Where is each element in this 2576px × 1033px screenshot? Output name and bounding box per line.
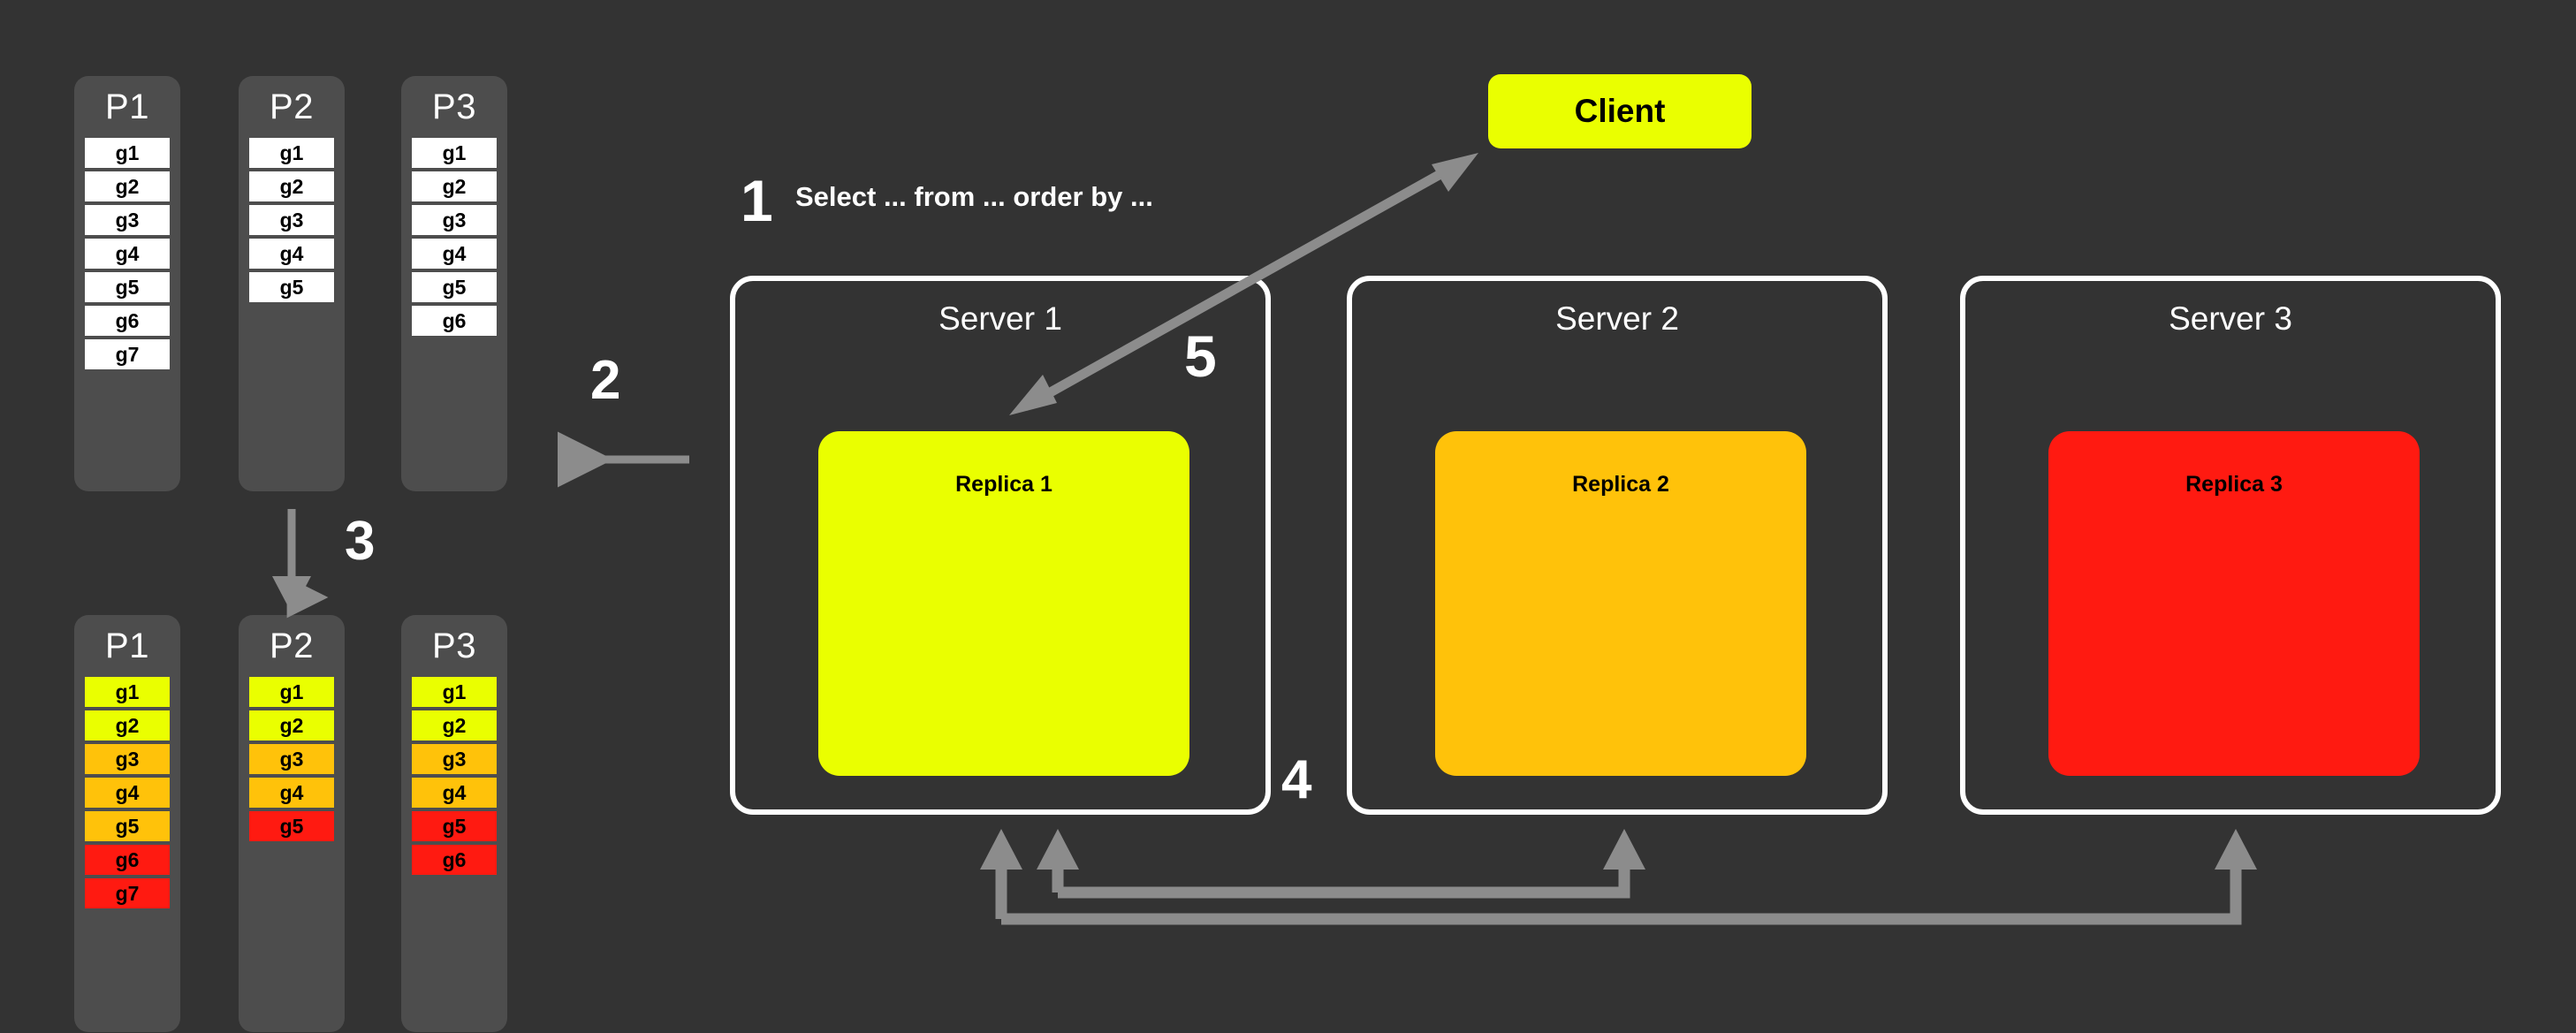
partition-cell: g4: [249, 778, 334, 808]
step-number-3: 3: [345, 511, 376, 572]
partition-cell: g1: [412, 138, 497, 168]
client-box[interactable]: Client: [1488, 74, 1752, 148]
partition-cell: g1: [249, 138, 334, 168]
partition-cell: g4: [412, 239, 497, 269]
arrow-step-4-outer: [980, 829, 2257, 925]
replica-box-1[interactable]: Replica 1: [818, 431, 1189, 776]
replica-label: Replica 2: [1572, 472, 1669, 497]
arrow-step-3: [272, 509, 329, 619]
partition-column-top-p2: P2 g1 g2 g3 g4 g5: [239, 76, 345, 491]
partition-cell: g3: [412, 205, 497, 235]
replica-box-3[interactable]: Replica 3: [2048, 431, 2420, 776]
partition-cell: g4: [249, 239, 334, 269]
partition-cell: g3: [85, 744, 170, 774]
cell-stack: g1 g2 g3 g4 g5: [239, 138, 345, 302]
partition-column-bottom-p1: P1 g1 g2 g3 g4 g5 g6 g7: [74, 615, 180, 1032]
replica-label: Replica 1: [955, 472, 1052, 497]
partition-cell: g2: [85, 171, 170, 201]
step-number-5: 5: [1184, 323, 1217, 389]
partition-column-bottom-p2: P2 g1 g2 g3 g4 g5: [239, 615, 345, 1032]
partition-cell: g5: [249, 272, 334, 302]
partition-cell: g6: [412, 306, 497, 336]
step-number-2: 2: [590, 350, 621, 411]
partition-cell: g5: [85, 811, 170, 841]
partition-cell: g2: [412, 710, 497, 741]
partition-cell: g5: [85, 272, 170, 302]
partition-cell: g7: [85, 878, 170, 908]
cell-stack: g1 g2 g3 g4 g5 g6 g7: [74, 138, 180, 369]
partition-cell: g4: [412, 778, 497, 808]
partition-cell: g2: [412, 171, 497, 201]
partition-title: P1: [105, 87, 149, 126]
partition-cell: g6: [412, 845, 497, 875]
partition-cell: g5: [412, 272, 497, 302]
partition-cell: g7: [85, 339, 170, 369]
partition-title: P3: [432, 627, 476, 665]
step-number-1: 1: [741, 168, 773, 233]
partition-cell: g3: [85, 205, 170, 235]
step-number-4: 4: [1281, 749, 1312, 810]
partition-cell: g1: [85, 677, 170, 707]
partition-cell: g6: [85, 306, 170, 336]
partition-cell: g2: [85, 710, 170, 741]
partition-cell: g4: [85, 778, 170, 808]
cell-stack: g1 g2 g3 g4 g5: [239, 677, 345, 841]
partition-column-top-p1: P1 g1 g2 g3 g4 g5 g6 g7: [74, 76, 180, 491]
partition-cell: g6: [85, 845, 170, 875]
partition-cell: g3: [412, 744, 497, 774]
cell-stack: g1 g2 g3 g4 g5 g6: [401, 138, 507, 336]
partition-title: P3: [432, 87, 476, 126]
partition-cell: g5: [412, 811, 497, 841]
query-text: Select ... from ... order by ...: [795, 181, 1153, 212]
server-title: Server 3: [2169, 300, 2292, 337]
partition-title: P2: [270, 87, 314, 126]
partition-column-top-p3: P3 g1 g2 g3 g4 g5 g6: [401, 76, 507, 491]
partition-cell: g1: [85, 138, 170, 168]
replica-label: Replica 3: [2185, 472, 2283, 497]
cell-stack: g1 g2 g3 g4 g5 g6: [401, 677, 507, 875]
server-box-3[interactable]: Server 3 Replica 3: [1960, 276, 2501, 815]
partition-title: P2: [270, 627, 314, 665]
partition-cell: g2: [249, 710, 334, 741]
client-label: Client: [1574, 93, 1666, 129]
partition-cell: g1: [412, 677, 497, 707]
partition-cell: g5: [249, 811, 334, 841]
server-title: Server 2: [1555, 300, 1679, 337]
partition-cell: g2: [249, 171, 334, 201]
partition-cell: g1: [249, 677, 334, 707]
cell-stack: g1 g2 g3 g4 g5 g6 g7: [74, 677, 180, 908]
arrow-step-4-inner: [1037, 829, 1645, 899]
replica-box-2[interactable]: Replica 2: [1435, 431, 1806, 776]
partition-cell: g3: [249, 205, 334, 235]
partition-cell: g3: [249, 744, 334, 774]
partition-column-bottom-p3: P3 g1 g2 g3 g4 g5 g6: [401, 615, 507, 1032]
partition-title: P1: [105, 627, 149, 665]
partition-cell: g4: [85, 239, 170, 269]
server-box-2[interactable]: Server 2 Replica 2: [1347, 276, 1888, 815]
